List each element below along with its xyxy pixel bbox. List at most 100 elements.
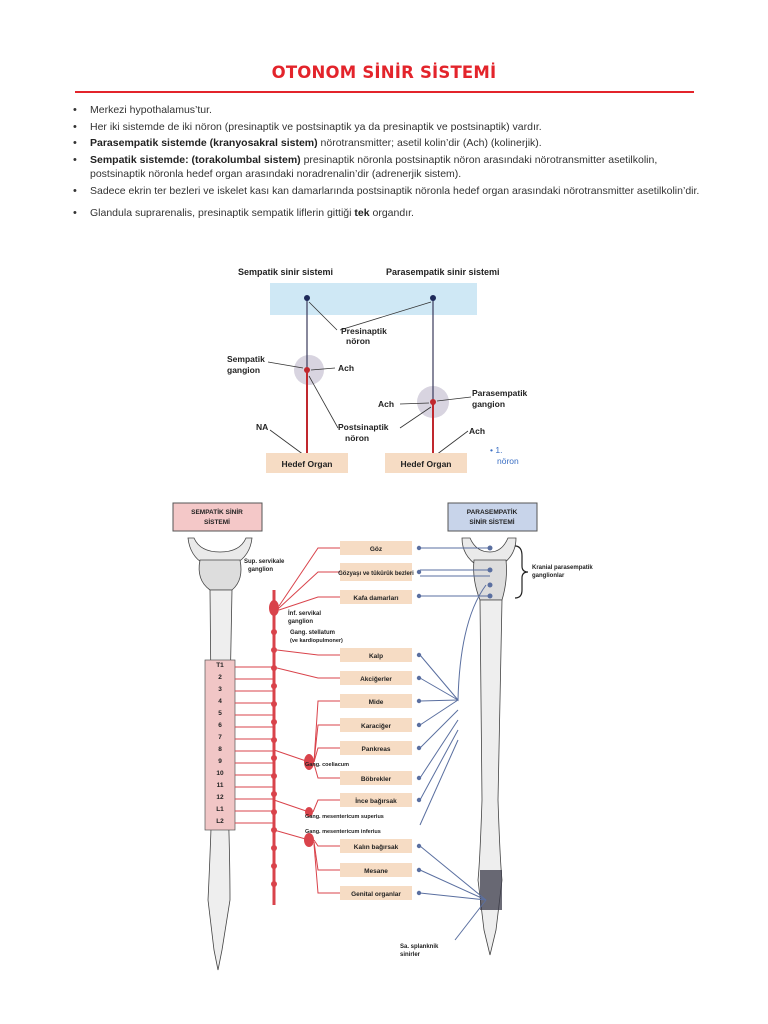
fiber-end	[416, 675, 422, 681]
fiber-end	[416, 652, 422, 658]
chain-ganglion	[271, 773, 277, 779]
cranial-nucleus	[487, 567, 493, 573]
organ-label: Göz	[370, 546, 383, 553]
bullet-bold-text: tek	[354, 207, 370, 219]
bullet-text: nörotransmitter; asetil kolin’dir (Ach) …	[317, 137, 542, 149]
fiber-end	[416, 843, 422, 849]
vertebra-label: 3	[218, 686, 222, 693]
title-underline	[75, 91, 694, 93]
leader-line	[399, 406, 432, 429]
sympathetic-cell-body	[304, 295, 310, 301]
vertebra-label: L2	[216, 818, 224, 825]
sympathetic-postganglionic-fibers	[276, 547, 340, 894]
organ-box	[340, 541, 412, 555]
bullet-item: Merkezi hypothalamus’tur.	[73, 103, 701, 118]
chain-ganglion	[271, 863, 277, 869]
parasympathetic-ganglia	[416, 545, 493, 896]
fiber-end	[416, 593, 422, 599]
bullet-text: Sadece ekrin ter bezleri ve iskelet kası…	[90, 184, 700, 197]
parasympathetic-cell-body	[430, 295, 436, 301]
label-presinaptik: Presinaptik	[341, 326, 387, 336]
thoracolumbar-segment	[204, 659, 236, 831]
organ-label: Mide	[369, 699, 384, 706]
bullet-text: Glandula suprarenalis, presinaptik sempa…	[90, 207, 355, 219]
chain-ganglion	[271, 629, 277, 635]
label-sup-cervical: Sup. servikale	[244, 559, 285, 565]
organ-box	[340, 886, 412, 900]
label-celiac: Gang. coeliacum	[305, 762, 349, 768]
page-title: OTONOM SİNİR SİSTEMİ	[271, 63, 497, 82]
cranial-bracket	[514, 545, 529, 599]
chain-ganglion	[271, 737, 277, 743]
sympathetic-title: SEMPATİK SİNİR	[191, 508, 243, 516]
vertebra-label: 5	[218, 710, 222, 717]
label-sup-cervical-2: ganglion	[248, 567, 273, 573]
chain-ganglion	[271, 683, 277, 689]
fiber-end	[416, 545, 422, 551]
fiber-end	[416, 745, 422, 751]
vertebra-label: 2	[218, 674, 222, 681]
label-stellate: Gang. stellatum	[290, 630, 335, 636]
label-sempatik: Sempatik	[227, 354, 265, 364]
sup-cervical-ganglion	[269, 600, 279, 616]
bullet-item: Parasempatik sistemde (kranyosakral sist…	[73, 136, 701, 151]
fiber-end	[416, 698, 422, 704]
chain-ganglion	[271, 791, 277, 797]
organ-box	[340, 839, 412, 853]
label-ach: Ach	[338, 363, 354, 373]
fiber-end	[416, 722, 422, 728]
label-ach: Ach	[469, 426, 485, 436]
vertebra-label: 4	[218, 698, 222, 705]
chain-ganglion	[271, 755, 277, 761]
organ-label: İnce bağırsak	[355, 797, 397, 805]
fiber-end	[416, 569, 422, 575]
leader-line	[267, 361, 304, 369]
leader-line	[436, 396, 472, 402]
sympathetic-synapse	[304, 367, 310, 373]
vertebra-label: 10	[216, 770, 224, 777]
organ-box	[340, 741, 412, 755]
organ-label: Mesane	[364, 868, 388, 875]
organ-label: Kafa damarları	[353, 595, 398, 602]
vertebra-label: 8	[218, 746, 222, 753]
parasympathetic-fibers	[419, 547, 490, 941]
bullet-item: Her iki sistemde de iki nöron (presinapt…	[73, 120, 701, 135]
leader-line	[269, 429, 305, 456]
neuron-diagram: Sempatik sinir sistemi Parasempatik sini…	[227, 267, 528, 473]
organ-box	[340, 694, 412, 708]
label-sacral-splanchnic: Sa. splanknik	[400, 944, 439, 950]
label-postsinaptik: Postsinaptik	[338, 422, 389, 432]
bullet-item: Glandula suprarenalis, presinaptik sempa…	[73, 206, 701, 221]
label-sempatik-gangion: gangion	[227, 365, 260, 375]
fiber-end	[416, 775, 422, 781]
label-ach: Ach	[378, 399, 394, 409]
bullet-text: presinaptik nöronla postsinaptik nöron a…	[90, 153, 658, 181]
organ-boxes: Göz Gözyaşı ve tükürük bezleri Kafa dama…	[338, 541, 414, 900]
organ-label: Genital organlar	[351, 891, 401, 898]
leader-line	[310, 367, 336, 371]
label-postsinaptik-noron: nöron	[345, 433, 369, 443]
target-organ-box-right	[385, 453, 467, 473]
sympathetic-title-2: SİSTEMİ	[204, 518, 230, 526]
target-organ-box-left	[266, 453, 348, 473]
label-presinaptik-noron: nöron	[346, 336, 370, 346]
chain-ganglion	[271, 665, 277, 671]
bullet-bold-text: Sempatik sistemde: (torakolumbal sistem)	[90, 153, 301, 166]
label-inf-cervical: İnf. servikal	[288, 610, 321, 617]
leader-line	[399, 402, 430, 405]
label-sup-mesenteric: Gang. mesentericum superius	[305, 814, 384, 820]
leader-line	[308, 375, 339, 429]
parasympathetic-title-2: SİNİR SİSTEMİ	[469, 518, 514, 526]
label-parasempatik-gangion: gangion	[472, 399, 505, 409]
organ-label: Akciğerler	[360, 676, 392, 683]
fiber-end	[416, 890, 422, 896]
cranial-nucleus	[487, 582, 493, 588]
bullet-text: Her iki sistemde de iki nöron (presinapt…	[90, 120, 542, 133]
organ-box	[340, 648, 412, 662]
label-parasempatik: Parasempatik	[472, 388, 528, 398]
vertebra-label: T1	[216, 662, 224, 669]
cranial-nucleus	[487, 593, 493, 599]
chain-ganglion	[271, 719, 277, 725]
organ-box	[340, 863, 412, 877]
